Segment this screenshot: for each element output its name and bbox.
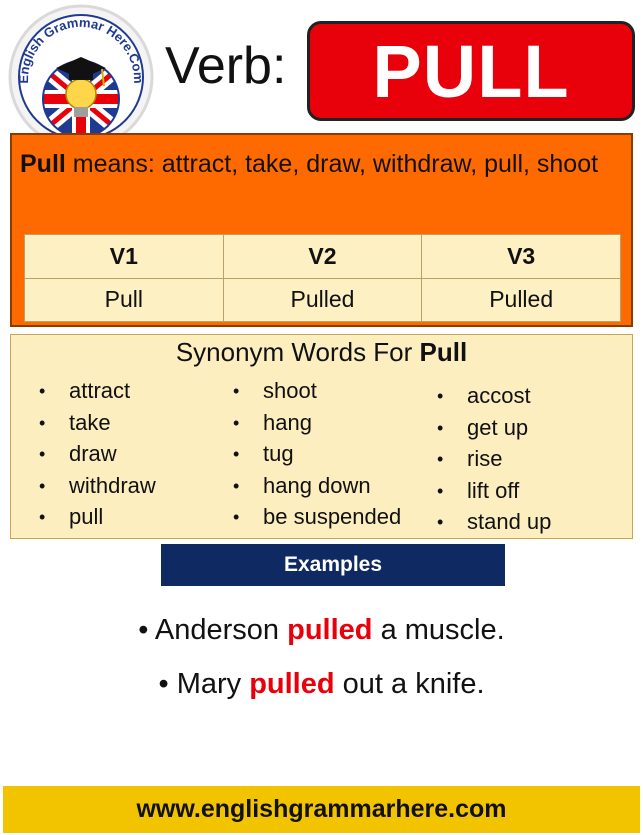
table-header-cell: V3 <box>421 234 621 279</box>
bullet: • <box>158 668 169 700</box>
list-item: draw <box>39 440 156 472</box>
meaning-text: Pull means: attract, take, draw, withdra… <box>20 147 630 181</box>
list-item: rise <box>437 445 551 477</box>
list-item: shoot <box>233 377 401 409</box>
synonyms-title: Synonym Words For Pull <box>11 337 632 368</box>
example-sentence: • Mary pulled out a knife. <box>0 668 643 701</box>
list-item: get up <box>437 414 551 446</box>
verb-forms-table: V1 V2 V3 Pull Pulled Pulled <box>24 234 621 322</box>
verb-label: Verb: <box>165 37 287 95</box>
example-highlight: pulled <box>249 668 335 700</box>
list-item: lift off <box>437 477 551 509</box>
synonyms-title-text: Synonym Words For <box>175 337 420 367</box>
list-item: tug <box>233 440 401 472</box>
table-header-cell: V1 <box>24 234 224 279</box>
meaning-definition: means: attract, take, draw, withdraw, pu… <box>65 150 599 178</box>
logo-graphic: English Grammar Here.Com <box>8 4 154 150</box>
bullet: • <box>138 614 149 646</box>
list-item: hang <box>233 409 401 441</box>
example-highlight: pulled <box>287 614 373 646</box>
table-header-row: V1 V2 V3 <box>24 234 621 279</box>
synonym-list: attract take draw withdraw pull <box>39 377 156 535</box>
list-item: be suspended <box>233 503 401 535</box>
example-sentence: • Anderson pulled a muscle. <box>0 614 643 647</box>
synonyms-title-word: Pull <box>419 337 468 367</box>
table-cell: Pulled <box>421 277 621 322</box>
list-item: stand up <box>437 508 551 540</box>
meaning-word: Pull <box>20 150 66 178</box>
synonyms-panel: Synonym Words For Pull attract take draw… <box>10 334 633 539</box>
example-text: Mary <box>176 668 250 700</box>
table-cell: Pulled <box>222 277 423 322</box>
list-item: pull <box>39 503 156 535</box>
table-cell: Pull <box>24 277 224 322</box>
list-item: withdraw <box>39 472 156 504</box>
verb-title: PULL <box>372 29 570 113</box>
list-item: take <box>39 409 156 441</box>
footer-banner: www.englishgrammarhere.com <box>3 786 640 833</box>
lightbulb-icon <box>65 78 97 117</box>
meaning-panel: Pull means: attract, take, draw, withdra… <box>10 133 633 327</box>
synonym-list: shoot hang tug hang down be suspended <box>233 377 401 535</box>
site-logo: English Grammar Here.Com <box>6 2 156 152</box>
list-item: attract <box>39 377 156 409</box>
synonym-list: accost get up rise lift off stand up <box>437 382 551 540</box>
examples-banner: Examples <box>161 544 505 586</box>
list-item: accost <box>437 382 551 414</box>
example-text: out a knife. <box>334 668 485 700</box>
example-text: a muscle. <box>372 614 505 646</box>
footer-url-link[interactable]: www.englishgrammarhere.com <box>136 795 507 823</box>
examples-banner-label: Examples <box>283 553 383 576</box>
table-row: Pull Pulled Pulled <box>24 277 621 322</box>
example-text: Anderson <box>154 614 288 646</box>
list-item: hang down <box>233 472 401 504</box>
graduation-cap-icon <box>56 57 106 87</box>
verb-title-box: PULL <box>307 21 635 121</box>
table-header-cell: V2 <box>222 234 423 279</box>
